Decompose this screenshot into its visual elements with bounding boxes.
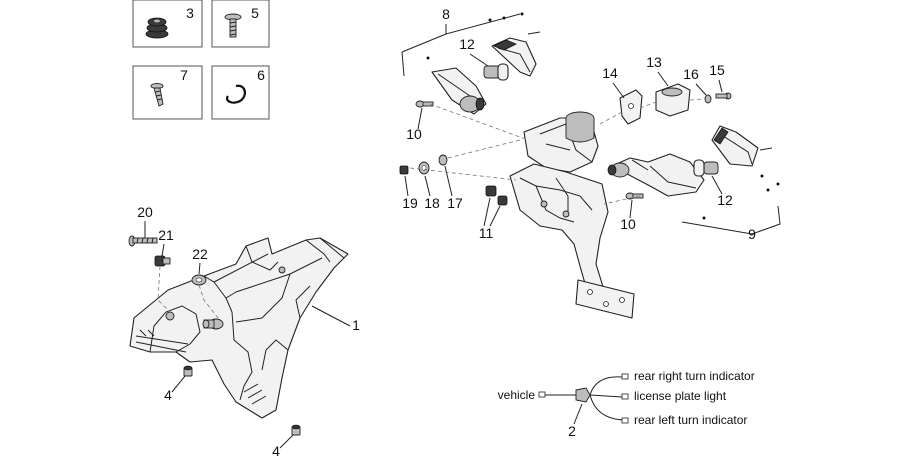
indicator-lens-12-lower (711, 125, 759, 167)
part-box-6: 6 (211, 65, 270, 120)
callout-9: 9 (748, 226, 756, 242)
nut-21 (154, 255, 171, 267)
callout-22: 22 (192, 246, 208, 262)
callout-2: 2 (568, 423, 576, 439)
wire-label-rear-right: rear right turn indicator (634, 369, 755, 383)
callout-14: 14 (602, 65, 618, 81)
callout-4-upper: 4 (164, 387, 172, 403)
part-box-7: 7 (132, 65, 203, 120)
callout-16: 16 (683, 66, 699, 82)
washer-22 (191, 274, 207, 286)
callout-13: 13 (646, 54, 662, 70)
washer-18 (418, 161, 430, 175)
rear-mudguard-1 (129, 237, 349, 419)
bulb-12-upper (483, 63, 509, 81)
part-box-5: 5 (211, 0, 270, 48)
grommet-17 (438, 154, 448, 166)
callout-17: 17 (447, 195, 463, 211)
bracket-14 (619, 89, 643, 125)
callout-5: 5 (251, 5, 259, 21)
callout-18: 18 (424, 195, 440, 211)
wiring-harness-2 (538, 373, 629, 424)
callout-10-upper: 10 (406, 126, 422, 142)
nut-19 (399, 165, 409, 175)
cover-13 (655, 83, 691, 117)
turn-indicator-left (431, 67, 487, 115)
callout-10-lower: 10 (620, 216, 636, 232)
screw-10-lower (625, 192, 644, 200)
callout-11: 11 (479, 225, 494, 241)
callout-12-lower: 12 (717, 192, 733, 208)
callout-4-lower: 4 (272, 443, 280, 459)
washer-16 (704, 94, 712, 104)
callout-21: 21 (158, 227, 174, 243)
callout-6: 6 (257, 67, 265, 83)
indicator-lens-12-upper (491, 37, 537, 77)
callout-12-upper: 12 (459, 36, 475, 52)
screw-10-upper (415, 100, 434, 108)
callout-7: 7 (180, 67, 188, 83)
callout-20: 20 (137, 204, 153, 220)
wire-label-vehicle: vehicle (498, 388, 536, 402)
wire-label-rear-left: rear left turn indicator (634, 413, 747, 427)
callout-3: 3 (186, 5, 194, 21)
screw-20 (128, 235, 158, 247)
plug-4-lower (291, 424, 301, 436)
bulb-12-lower (693, 159, 719, 177)
part-box-3: 3 (132, 0, 203, 48)
turn-indicator-right (607, 153, 705, 197)
callout-15: 15 (709, 62, 725, 78)
screw-15 (715, 92, 732, 100)
wire-label-license-light: license plate light (634, 389, 727, 403)
callout-1: 1 (352, 317, 360, 333)
license-plate-holder (509, 111, 635, 319)
plug-4-upper (183, 365, 193, 377)
callout-8: 8 (442, 6, 450, 22)
leader-1 (311, 305, 351, 327)
nuts-11 (485, 185, 508, 206)
callout-19: 19 (402, 195, 418, 211)
